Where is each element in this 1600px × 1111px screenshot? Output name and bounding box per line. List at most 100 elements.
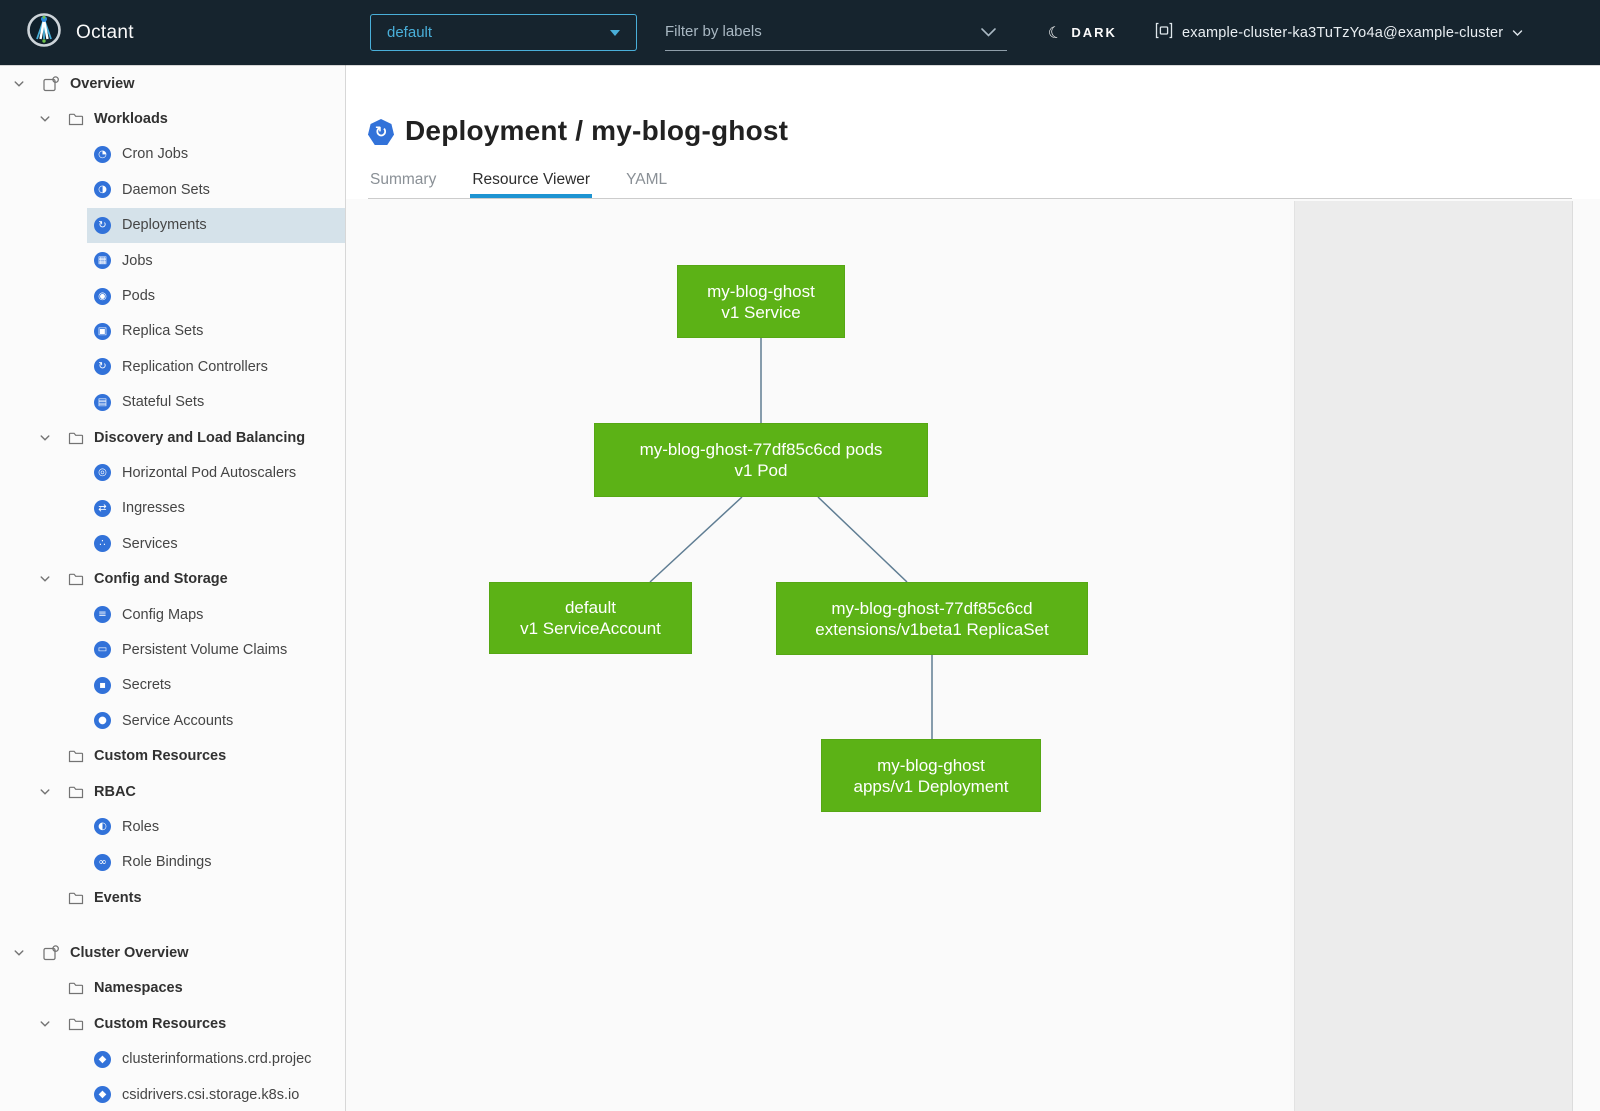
header: Octant default ☾ DARK example-cluster-ka… <box>0 0 1600 65</box>
folder-icon <box>68 785 84 799</box>
folder-icon <box>68 431 84 445</box>
moon-icon: ☾ <box>1046 23 1065 43</box>
theme-toggle[interactable]: ☾ DARK <box>1046 0 1117 65</box>
sidebar-item-custom-resources[interactable]: Custom Resources <box>0 738 345 773</box>
sidebar-item-replication-controllers[interactable]: ↻ Replication Controllers <box>0 349 345 384</box>
caret-icon[interactable] <box>38 573 52 585</box>
sidebar-item-events[interactable]: Events <box>0 880 345 915</box>
graph-edges <box>649 338 933 739</box>
sidebar-item-config-and-storage[interactable]: Config and Storage <box>0 561 345 596</box>
roles-icon: ◐ <box>94 818 111 836</box>
sidebar-item-service-accounts[interactable]: ● Service Accounts <box>0 703 345 738</box>
context-chevron-icon <box>1512 24 1523 42</box>
sidebar-item-config-maps[interactable]: ≡Config Maps <box>0 597 345 632</box>
custom-resource-icon: ◆ <box>94 1086 111 1104</box>
sidebar-item-jobs[interactable]: ▦Jobs <box>0 243 345 278</box>
folder-icon <box>68 1017 84 1031</box>
folder-icon <box>68 112 84 126</box>
sidebar-item-roles[interactable]: ◐Roles <box>0 809 345 844</box>
sidebar-item-ingresses[interactable]: ⇄Ingresses <box>0 491 345 526</box>
caret-icon[interactable] <box>12 78 26 90</box>
label-filter <box>665 13 1007 51</box>
app-title: Octant <box>76 21 134 43</box>
sidebar-item-label: Horizontal Pod Autoscalers <box>122 464 297 481</box>
sidebar-item-csidrivers-csi-storage-k8s-io[interactable]: ◆csidrivers.csi.storage.k8s.io <box>0 1077 345 1111</box>
sidebar-item-persistent-volume-claims[interactable]: ▭Persistent Volume Claims <box>0 632 345 667</box>
sidebar-item-overview[interactable]: Overview <box>0 66 345 101</box>
folder-icon <box>68 891 84 905</box>
sidebar-item-label: Stateful Sets <box>122 394 205 411</box>
replica-sets-icon: ▣ <box>94 322 111 340</box>
context-label: example-cluster-ka3TuTzYo4a@example-clus… <box>1182 24 1504 41</box>
sidebar-item-clusterinformations-crd-projec[interactable]: ◆clusterinformations.crd.projec <box>0 1042 345 1077</box>
octant-logo-icon <box>26 12 62 53</box>
page-title: Deployment / my-blog-ghost <box>405 115 789 146</box>
sidebar-item-rbac[interactable]: RBAC <box>0 774 345 809</box>
caret-icon[interactable] <box>38 1018 52 1030</box>
caret-icon[interactable] <box>12 947 26 959</box>
sidebar-item-role-bindings[interactable]: ∞Role Bindings <box>0 845 345 880</box>
graph-node-kind: v1 Service <box>721 302 801 322</box>
graph-node-kind: extensions/v1beta1 ReplicaSet <box>815 619 1049 639</box>
sidebar-item-services[interactable]: ∴Services <box>0 526 345 561</box>
role-bindings-icon: ∞ <box>94 853 111 871</box>
sidebar-item-label: Workloads <box>94 111 168 128</box>
sidebar-item-workloads[interactable]: Workloads <box>0 101 345 136</box>
daemon-sets-icon: ◑ <box>94 181 111 199</box>
sidebar-item-discovery-and-load-balancing[interactable]: Discovery and Load Balancing <box>0 420 345 455</box>
label-filter-input[interactable] <box>665 13 965 49</box>
caret-icon[interactable] <box>38 786 52 798</box>
caret-icon[interactable] <box>38 432 52 444</box>
brand[interactable]: Octant <box>26 12 134 53</box>
persistent-volume-claims-icon: ▭ <box>94 641 111 659</box>
page-title-row: ↻ Deployment / my-blog-ghost <box>346 65 1600 147</box>
namespace-dropdown-value: default <box>387 24 433 41</box>
sidebar-item-deployments[interactable]: ↻Deployments <box>0 207 345 243</box>
tab-summary[interactable]: Summary <box>370 170 437 188</box>
service-accounts-icon: ● <box>94 712 111 730</box>
right-panel <box>1294 201 1573 1111</box>
sidebar-item-namespaces[interactable]: Namespaces <box>0 971 345 1006</box>
sidebar-item-label: Replica Sets <box>122 323 204 340</box>
sidebar-item-custom-resources[interactable]: Custom Resources <box>0 1006 345 1041</box>
sidebar-item-replica-sets[interactable]: ▣ Replica Sets <box>0 314 345 349</box>
sidebar-item-label: Deployments <box>122 217 207 234</box>
sidebar-item-label: Service Accounts <box>122 712 234 729</box>
config-maps-icon: ≡ <box>94 606 111 624</box>
sidebar-item-secrets[interactable]: ▪Secrets <box>0 668 345 703</box>
sidebar-item-label: Events <box>94 889 142 906</box>
sidebar-item-cluster-overview[interactable]: Cluster Overview <box>0 935 345 970</box>
sidebar-item-horizontal-pod-autoscalers[interactable]: ◎Horizontal Pod Autoscalers <box>0 455 345 490</box>
sidebar-item-label: clusterinformations.crd.projec <box>122 1051 312 1068</box>
namespace-dropdown[interactable]: default <box>370 14 637 51</box>
cron-jobs-icon: ◔ <box>94 145 111 163</box>
graph-node-kind: apps/v1 Deployment <box>853 776 1009 796</box>
replication-controllers-icon: ↻ <box>94 358 111 376</box>
filter-chevron-icon[interactable] <box>980 25 997 43</box>
tab-resource-viewer[interactable]: Resource Viewer <box>470 163 592 198</box>
sidebar-item-stateful-sets[interactable]: ▤Stateful Sets <box>0 385 345 420</box>
caret-icon[interactable] <box>38 113 52 125</box>
folder-icon <box>68 572 84 586</box>
sidebar-item-pods[interactable]: ◉Pods <box>0 278 345 313</box>
sidebar-item-daemon-sets[interactable]: ◑Daemon Sets <box>0 172 345 207</box>
sidebar-item-label: Cluster Overview <box>70 945 189 962</box>
sidebar-item-cron-jobs[interactable]: ◔ Cron Jobs <box>0 137 345 172</box>
sidebar-item-label: Discovery and Load Balancing <box>94 429 306 446</box>
context-switcher[interactable]: example-cluster-ka3TuTzYo4a@example-clus… <box>1155 0 1523 65</box>
applications-icon <box>42 75 60 93</box>
sidebar-item-label: Replication Controllers <box>122 358 268 375</box>
tab-yaml[interactable]: YAML <box>626 170 668 188</box>
sidebar-item-label: Cron Jobs <box>122 146 189 163</box>
sidebar-item-label: Pods <box>122 288 156 305</box>
graph-edge <box>649 496 743 583</box>
sidebar-item-label: Overview <box>70 75 135 92</box>
secrets-icon: ▪ <box>94 676 111 694</box>
